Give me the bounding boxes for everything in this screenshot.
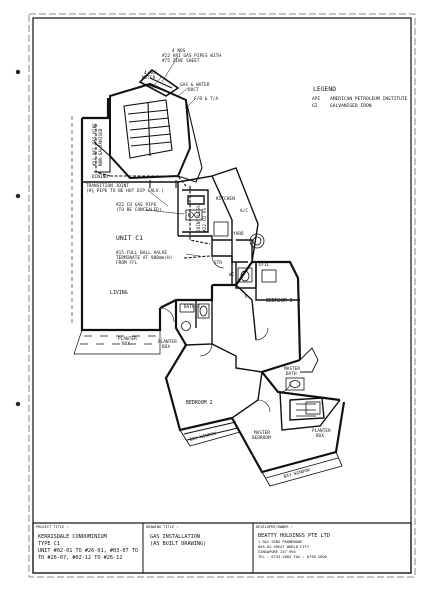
project-line-1: KERRISDALE CONDOMINIUM — [38, 534, 107, 540]
leader-lines — [145, 55, 201, 257]
master-bath-label-1: MASTER — [284, 366, 300, 372]
planter-label-2: PLANTER — [158, 339, 177, 345]
plan-labels: 4 NOS #22 API GAS PIPES WITH #75 ZINC SH… — [86, 48, 331, 480]
kitchen-label: KITCHEN — [216, 196, 235, 202]
riser-note-1: #22 API GAS PIPE — [92, 123, 98, 166]
cu-pipe-note-1: #22 CU GAS PIPE — [116, 202, 157, 208]
developer-address-4: TEL : 6733 2882 FAX : 6738 2800 — [258, 555, 327, 559]
meter-note-2: METER — [142, 75, 156, 81]
gas-pipes-note-2: #22 API GAS PIPES WITH — [162, 53, 221, 59]
master-bedroom-label-1: MASTER — [254, 430, 270, 436]
drawing-line-1: GAS INSTALLATION — [150, 534, 200, 540]
ac-label: A/C — [240, 208, 248, 214]
project-line-3: UNIT #02-01 TO #26-01, #03-07 TO — [38, 548, 138, 554]
duct-note-2: DUCT — [188, 87, 199, 93]
planter-box-label-1: BOX — [122, 341, 130, 347]
legend-abbr-api: API — [312, 96, 321, 102]
master-bedroom-label-2: BEDROOM — [252, 435, 271, 441]
bay-window-label-1: BAY WINDOW — [189, 431, 217, 443]
drawing-line-2: (AS BUILT DRAWING) — [150, 541, 206, 547]
cu-pipe-note-2: (TO BE CONCEALED) — [116, 207, 162, 213]
legend-abbr-gi: GI — [312, 103, 318, 109]
utility-label: UTIL — [259, 262, 270, 268]
developer-address-3: SINGAPORE 237 994 — [258, 550, 297, 554]
living-label: LIVING — [110, 290, 128, 296]
bath2-label: BATH 2 — [184, 304, 200, 310]
gas-pipes-note-3: #75 ZINC SHEET — [162, 58, 200, 64]
exterior-walls — [80, 98, 346, 474]
valve-note-2: TERMINATE AT 900mm(H) — [116, 255, 172, 261]
riser-note-2: NON-GALVANISED — [98, 128, 104, 166]
bay-windows — [179, 347, 343, 487]
title-block-frame — [32, 522, 412, 574]
gas-pipe-run — [95, 124, 211, 259]
legend-title: LEGEND — [313, 85, 336, 93]
master-bath-label-2: BATH — [286, 371, 297, 377]
title-block: PROJECT TITLE : KERRISDALE CONDOMINIUM T… — [32, 522, 412, 574]
joint-note-2: #22 CU AS — [202, 208, 208, 232]
developer-address-2: #05-02 GREAT WORLD CITY — [258, 545, 310, 549]
store-label: STR — [214, 260, 222, 266]
interior-walls — [82, 167, 341, 431]
drawing-title-label: DRAWING TITLE : — [146, 525, 178, 529]
dining-label: DINING — [92, 174, 108, 180]
planter-box-label-3: BOX — [316, 433, 324, 439]
left-margin-marks — [15, 69, 21, 407]
legend-meaning-gi: GALVANISED IRON — [330, 103, 372, 109]
kitchen-fittings — [185, 209, 277, 283]
valve-note-3: FROM FFL — [116, 260, 138, 266]
bedroom3-label: BEDROOM 3 — [266, 298, 293, 304]
balcony — [71, 116, 161, 355]
wc-label: WC — [229, 272, 235, 278]
developer-address-1: 1 RAI SENG PROMENADE — [258, 540, 302, 544]
floor-plan — [71, 55, 346, 487]
transition-note-1: TRANSITION JOINT — [86, 183, 129, 189]
duct-note-1: GAS & WATER — [180, 82, 210, 88]
legend-meaning-api: AMERICAN PETROLEUM INSTITUTE — [330, 96, 408, 102]
unit-label: UNIT C1 — [116, 234, 143, 242]
yard-label: YARD — [233, 231, 244, 237]
joint-note-1: JOINT/LESS — [196, 205, 202, 232]
meter-note-1: 4 NOS — [144, 70, 158, 76]
project-title-label: PROJECT TITLE : — [36, 525, 68, 529]
legend: LEGEND API AMERICAN PETROLEUM INSTITUTE … — [312, 85, 408, 109]
bathroom-fittings — [179, 303, 321, 417]
valve-note-1: #15 FULL BALL VALVE — [116, 250, 167, 256]
transition-note-2: (#¾ PIPE TO BE HOT DIP GALV.) — [86, 188, 164, 194]
gas-pipes-note-1: 4 NOS — [172, 48, 186, 54]
developer-label: DEVELOPER/OWNER : — [256, 525, 293, 529]
planter-label-1: PLANTER — [118, 336, 137, 342]
project-line-4: TO #26-07, #02-12 TO #26-12 — [38, 555, 122, 561]
fb-ta-note: F/B & T/A — [194, 96, 218, 102]
door-swings — [159, 255, 291, 413]
planter-box-label-2: BOX — [162, 344, 170, 350]
bedroom2-label: BEDROOM 2 — [186, 400, 213, 406]
developer-name: BEATTY HOLDINGS PTE LTD — [258, 533, 330, 539]
project-line-2: TYPE C1 — [38, 541, 60, 547]
meter-core — [93, 68, 203, 188]
planter-label-3: PLANTER — [312, 428, 331, 434]
